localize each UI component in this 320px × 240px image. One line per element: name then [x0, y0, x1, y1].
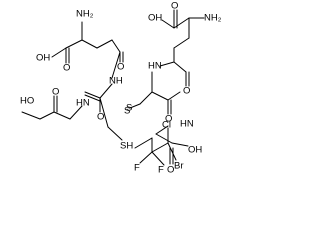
label-oh-left: OH: [36, 53, 50, 64]
label-o-amide-left: O: [117, 62, 124, 73]
label-oh-bottom-right: OH: [188, 145, 202, 156]
label-ho-far-left: HO: [20, 96, 34, 107]
label-f1: F: [134, 163, 140, 174]
atom-labels: NH₂ OH O O HN HO O NH O S SH Cl F F Br O…: [20, 1, 222, 176]
label-hn-bottom: HN: [180, 119, 194, 130]
label-sh: SH: [120, 141, 133, 152]
label-o-far-left: O: [52, 87, 59, 98]
chemical-structure-diagram: NH₂ OH O O HN HO O NH O S SH Cl F F Br O…: [20, 1, 222, 176]
label-o-cys-right: O: [165, 114, 172, 125]
label-s-left: S: [124, 106, 130, 117]
label-hn-right: HN: [148, 61, 162, 72]
label-o-gly-right: O: [167, 165, 174, 176]
bonds: [21, 9, 205, 166]
label-nh-left: NH: [109, 76, 123, 87]
label-f2: F: [158, 165, 164, 176]
label-o-cys-left: O: [97, 112, 104, 123]
label-hn-left: HN: [76, 98, 90, 109]
label-s-right: S: [126, 103, 132, 114]
label-cl: Cl: [162, 120, 171, 131]
molecule-drawing: NH₂ OH O O HN HO O NH O S SH Cl F F Br O…: [20, 1, 222, 176]
label-nh2-left: NH₂: [76, 9, 94, 20]
label-o-left-carboxyl: O: [63, 63, 70, 74]
label-o-amide-right: O: [183, 86, 190, 97]
label-br: Br: [174, 161, 184, 172]
label-o-right-carboxyl: O: [171, 1, 178, 12]
label-oh-right: OH: [148, 13, 162, 24]
label-nh2-right: NH₂: [204, 13, 222, 24]
